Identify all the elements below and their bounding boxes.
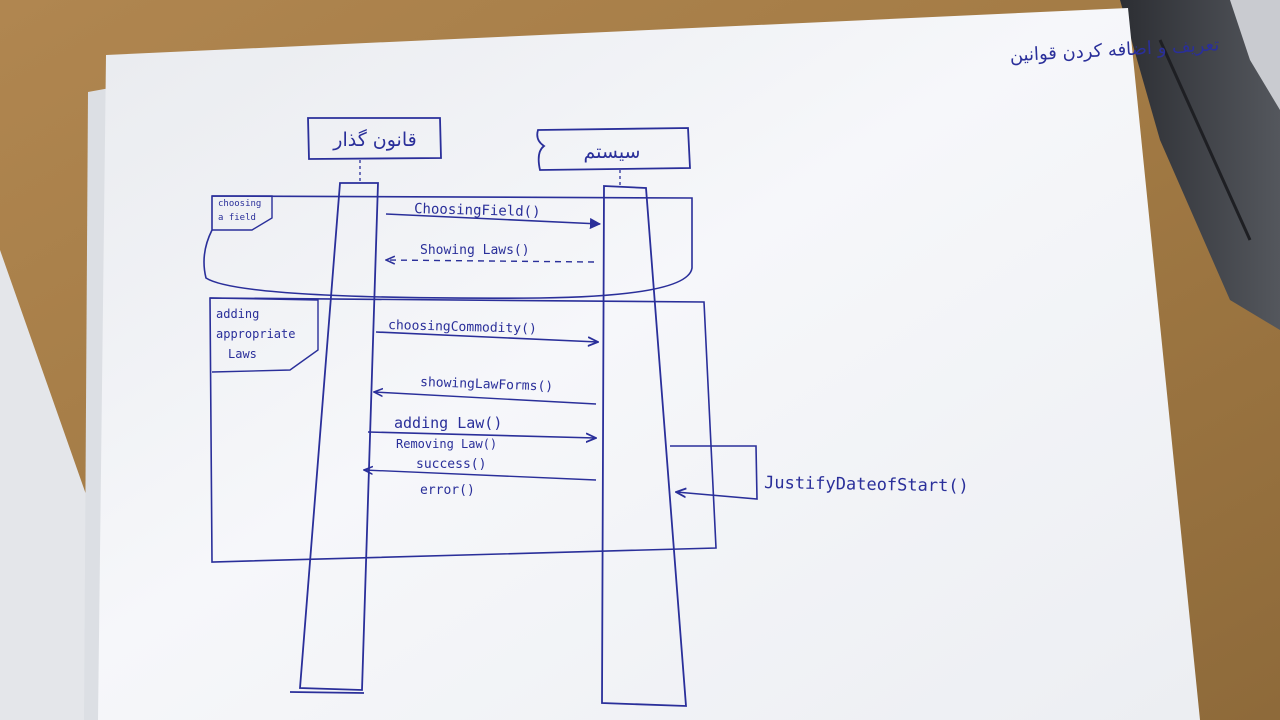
message-showing-laws: Showing Laws() [386,243,595,262]
message-adding-law-label: adding Law() [394,414,502,432]
message-adding-law: adding Law() [367,414,596,438]
message-choosing-commodity: choosingCommodity() [375,318,598,342]
fragment-choosing-field-label-line1: choosing [218,199,261,209]
participant-lawmaker: قانون گذار [307,117,442,160]
message-removing-law-label: Removing Law() [396,437,497,451]
under-sheet-left [0,250,95,720]
fragment-adding-laws: adding appropriate Laws [209,297,717,563]
message-justify-date: JustifyDateofStart() [670,445,969,500]
fragment-choosing-field: choosing a field [203,195,693,299]
message-removing-law: Removing Law() [396,437,497,451]
message-choosing-field-label: ChoosingField() [414,201,541,220]
message-showing-law-forms-label: showingLawForms() [420,375,554,395]
fragment-adding-laws-label-line1: adding [216,307,259,321]
activation-bar-lawmaker [289,182,379,694]
activation-bar-system [601,185,687,707]
message-error-label: error() [420,483,475,498]
participant-lawmaker-label: قانون گذار [332,128,416,151]
fragment-choosing-field-label-line2: a field [218,213,256,223]
fragment-adding-laws-label-line2: appropriate [216,327,295,341]
fragment-adding-laws-label-line3: Laws [228,347,257,361]
message-success: success() [364,457,597,481]
message-justify-date-label: JustifyDateofStart() [764,473,969,497]
message-success-label: success() [416,457,486,472]
message-choosing-field: ChoosingField() [385,201,602,230]
message-showing-laws-label: Showing Laws() [420,243,530,258]
paper-sheet [98,8,1200,720]
message-choosing-commodity-label: choosingCommodity() [388,318,537,337]
participant-system: سیستم [536,127,691,171]
message-error: error() [420,483,475,498]
participant-system-label: سیستم [584,141,641,163]
message-showing-law-forms: showingLawForms() [374,375,597,405]
under-sheet-edge [84,88,110,720]
device-corner [1120,0,1280,330]
